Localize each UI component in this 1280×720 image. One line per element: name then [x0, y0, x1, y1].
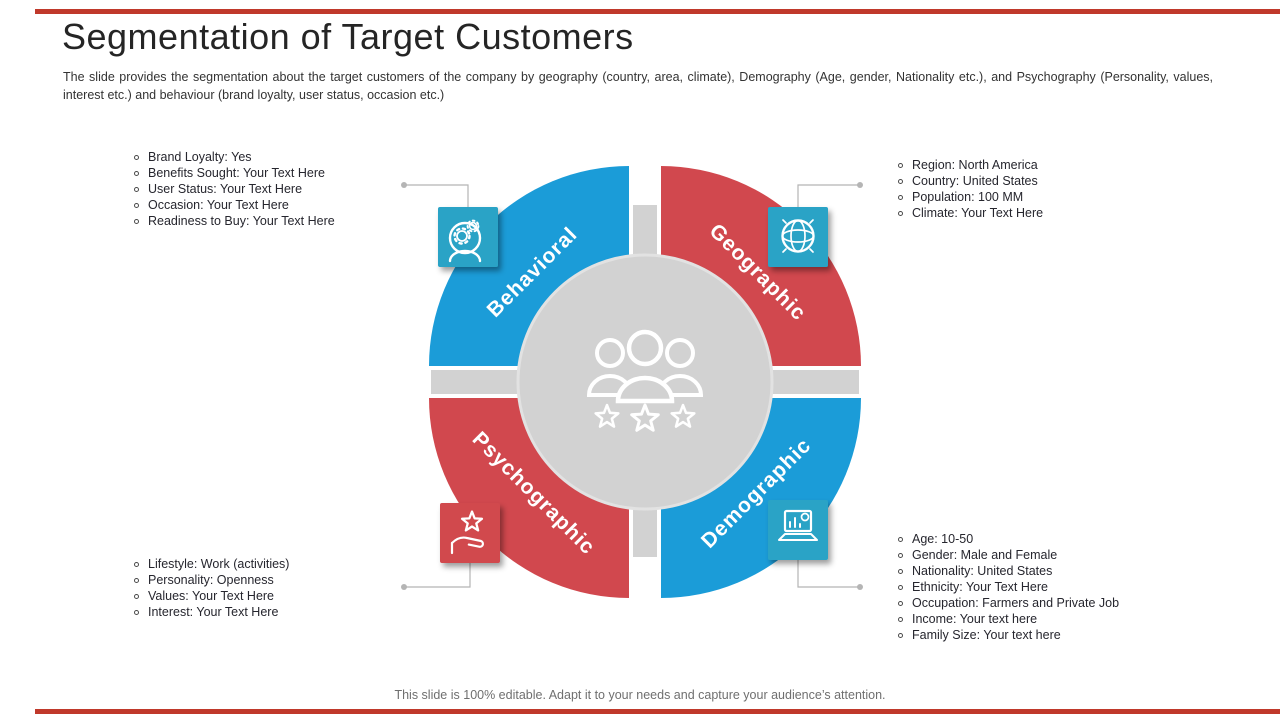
- list-item-text: Benefits Sought: Your Text Here: [148, 166, 325, 180]
- list-item: Family Size: Your text here: [898, 627, 1119, 643]
- list-item: Nationality: United States: [898, 563, 1119, 579]
- connector-behavioral: [401, 182, 469, 207]
- segmentation-wheel-diagram: Behavioral Geographic Psychographic Demo…: [401, 166, 863, 598]
- behavioral-icon-tile: [438, 207, 498, 267]
- head-gears-icon: [448, 219, 482, 263]
- center-circle: [516, 253, 774, 511]
- hand-star-icon: [450, 510, 484, 555]
- bullet-icon: [134, 170, 139, 176]
- behavioral-list: Brand Loyalty: Yes Benefits Sought: Your…: [134, 149, 335, 229]
- bullet-icon: [134, 154, 139, 160]
- list-item: Country: United States: [898, 173, 1043, 189]
- bullet-icon: [134, 577, 139, 583]
- list-item-text: Climate: Your Text Here: [912, 206, 1044, 220]
- list-item: Occupation: Farmers and Private Job: [898, 595, 1119, 611]
- list-item: Personality: Openness: [134, 572, 289, 588]
- bullet-icon: [898, 568, 903, 574]
- list-item-text: Gender: Male and Female: [912, 548, 1058, 562]
- connector-dot: [857, 584, 863, 590]
- demographic-list: Age: 10-50 Gender: Male and Female Natio…: [898, 531, 1119, 643]
- bullet-icon: [134, 202, 139, 208]
- psychographic-list: Lifestyle: Work (activities) Personality…: [134, 556, 289, 620]
- list-item-text: Occasion: Your Text Here: [148, 198, 289, 212]
- top-accent-bar: [35, 9, 1280, 14]
- connector-dot: [401, 584, 407, 590]
- bullet-icon: [134, 609, 139, 615]
- slide-description: The slide provides the segmentation abou…: [63, 70, 1213, 103]
- list-item: Readiness to Buy: Your Text Here: [134, 213, 335, 229]
- list-item-text: Nationality: United States: [912, 564, 1053, 578]
- list-item: Population: 100 MM: [898, 189, 1043, 205]
- bottom-accent-bar: [35, 709, 1280, 714]
- bullet-icon: [898, 162, 903, 168]
- bullet-icon: [898, 536, 903, 542]
- list-item-text: Brand Loyalty: Yes: [148, 150, 252, 164]
- laptop-chart-icon: [778, 509, 818, 541]
- list-item-text: Readiness to Buy: Your Text Here: [148, 214, 335, 228]
- connector-dot: [857, 182, 863, 188]
- globe-icon: [781, 219, 815, 253]
- list-item: Benefits Sought: Your Text Here: [134, 165, 335, 181]
- bullet-icon: [898, 632, 903, 638]
- people-group-icon: [586, 329, 704, 404]
- bullet-icon: [134, 186, 139, 192]
- list-item: Age: 10-50: [898, 531, 1119, 547]
- list-item: Interest: Your Text Here: [134, 604, 289, 620]
- connector-demographic: [797, 560, 863, 590]
- bullet-icon: [898, 616, 903, 622]
- list-item: Region: North America: [898, 157, 1043, 173]
- list-item: Values: Your Text Here: [134, 588, 289, 604]
- bullet-icon: [898, 194, 903, 200]
- bullet-icon: [898, 178, 903, 184]
- list-item-text: Ethnicity: Your Text Here: [912, 580, 1048, 594]
- footer-note: This slide is 100% editable. Adapt it to…: [394, 688, 886, 702]
- list-item-text: Lifestyle: Work (activities): [148, 557, 290, 571]
- list-item: Gender: Male and Female: [898, 547, 1119, 563]
- geographic-list: Region: North America Country: United St…: [898, 157, 1043, 221]
- bullet-icon: [134, 561, 139, 567]
- bullet-icon: [898, 600, 903, 606]
- bullet-icon: [898, 584, 903, 590]
- bullet-icon: [898, 552, 903, 558]
- psychographic-icon-tile: [440, 503, 500, 563]
- bullet-icon: [898, 210, 903, 216]
- list-item-text: Personality: Openness: [148, 573, 274, 587]
- list-item-text: Income: Your text here: [912, 612, 1038, 626]
- list-item: Ethnicity: Your Text Here: [898, 579, 1119, 595]
- list-item: User Status: Your Text Here: [134, 181, 335, 197]
- list-item: Occasion: Your Text Here: [134, 197, 335, 213]
- bullet-icon: [134, 218, 139, 224]
- list-item: Brand Loyalty: Yes: [134, 149, 335, 165]
- list-item-text: Occupation: Farmers and Private Job: [912, 596, 1120, 610]
- list-item: Lifestyle: Work (activities): [134, 556, 289, 572]
- connector-dot: [401, 182, 407, 188]
- geographic-icon-tile: [768, 207, 828, 267]
- list-item-text: Population: 100 MM: [912, 190, 1024, 204]
- list-item: Income: Your text here: [898, 611, 1119, 627]
- connector-psychographic: [401, 563, 471, 590]
- list-item-text: Country: United States: [912, 174, 1038, 188]
- list-item-text: Age: 10-50: [912, 532, 974, 546]
- bullet-icon: [134, 593, 139, 599]
- list-item-text: Region: North America: [912, 158, 1038, 172]
- list-item: Climate: Your Text Here: [898, 205, 1043, 221]
- list-item-text: Family Size: Your text here: [912, 628, 1061, 642]
- page-title: Segmentation of Target Customers: [62, 16, 634, 57]
- connector-geographic: [797, 182, 863, 207]
- list-item-text: Interest: Your Text Here: [148, 605, 279, 619]
- list-item-text: User Status: Your Text Here: [148, 182, 303, 196]
- list-item-text: Values: Your Text Here: [148, 589, 275, 603]
